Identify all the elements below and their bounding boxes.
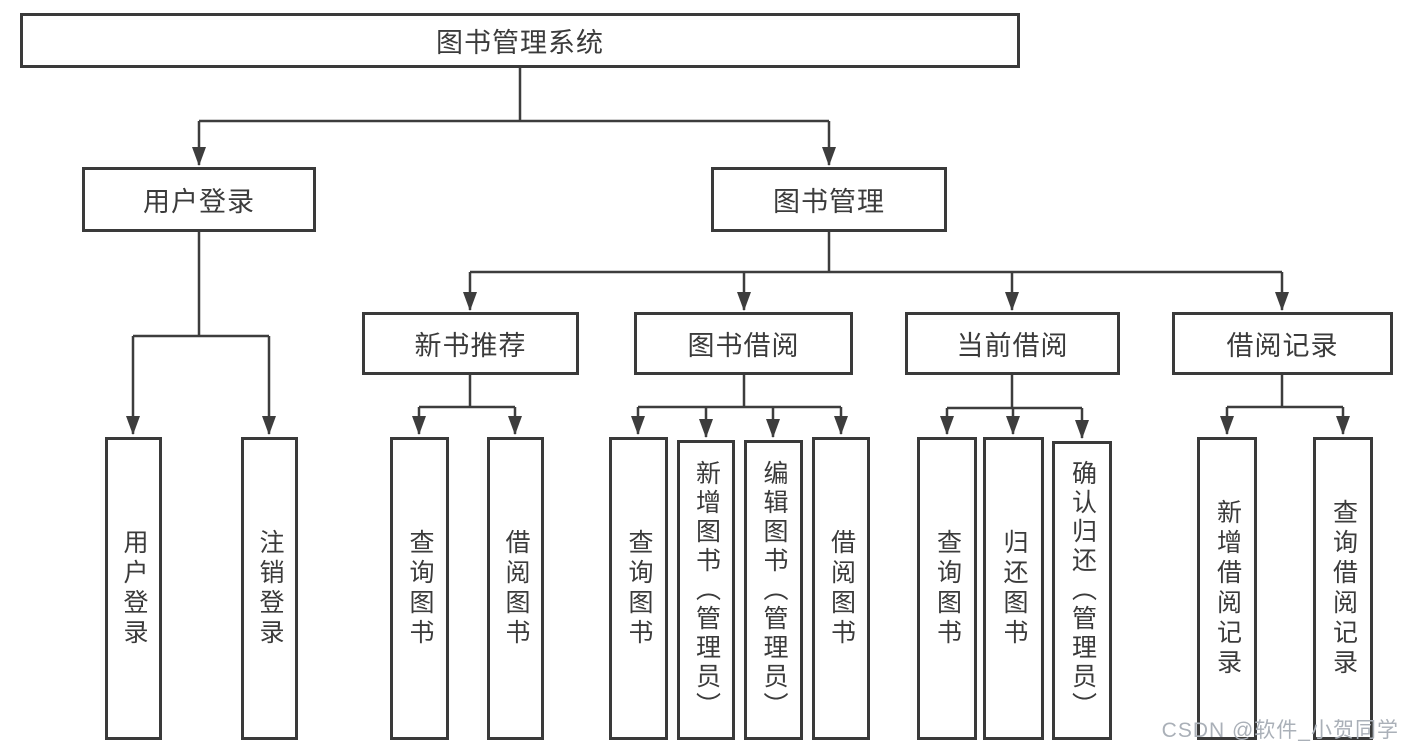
leaf-bb-add-book-admin: 新增图书（管理员）	[677, 440, 735, 740]
node-library-management-system: 图书管理系统	[20, 13, 1020, 68]
node-borrowing-records: 借阅记录	[1172, 312, 1393, 375]
node-current-borrowing: 当前借阅	[905, 312, 1120, 375]
node-user-login: 用户登录	[82, 167, 316, 232]
leaf-cb-query-book: 查询图书	[917, 437, 977, 740]
leaf-br-query-record: 查询借阅记录	[1313, 437, 1373, 740]
leaf-bb-edit-book-admin: 编辑图书（管理员）	[744, 440, 803, 740]
leaf-logout: 注销登录	[241, 437, 298, 740]
leaf-cb-return-book: 归还图书	[983, 437, 1044, 740]
leaf-nbr-borrow-book: 借阅图书	[487, 437, 544, 740]
leaf-user-login: 用户登录	[105, 437, 162, 740]
leaf-bb-borrow-book: 借阅图书	[812, 437, 870, 740]
leaf-bb-query-book: 查询图书	[609, 437, 668, 740]
leaf-nbr-query-book: 查询图书	[390, 437, 449, 740]
node-book-management: 图书管理	[711, 167, 947, 232]
leaf-br-add-record: 新增借阅记录	[1197, 437, 1257, 740]
leaf-cb-confirm-return-admin: 确认归还（管理员）	[1052, 441, 1112, 740]
csdn-watermark: CSDN @软件_小贺同学	[1161, 719, 1399, 742]
node-new-book-recommendation: 新书推荐	[362, 312, 579, 375]
node-book-borrowing: 图书借阅	[634, 312, 853, 375]
